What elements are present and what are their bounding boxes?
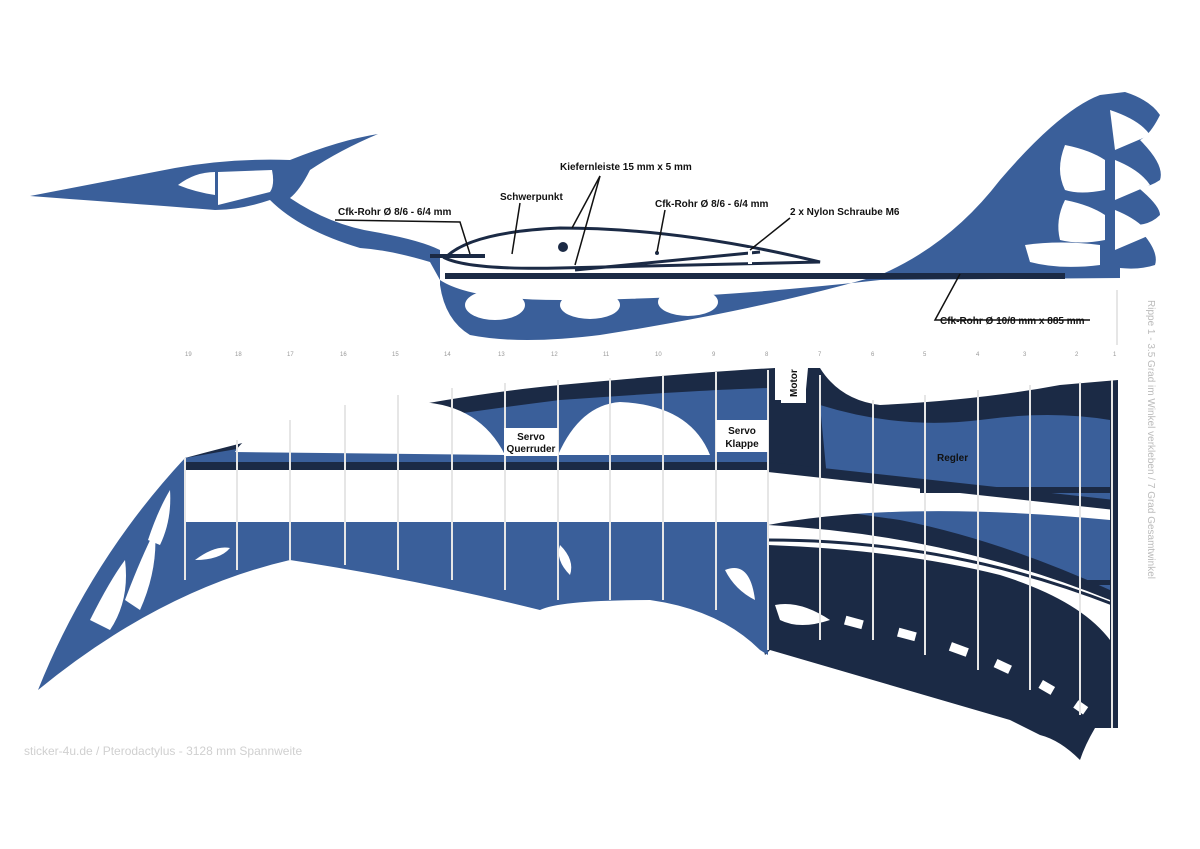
wing: Servo Querruder Servo Klappe Motor Regle… — [38, 290, 1118, 760]
trailing-cutout — [558, 545, 572, 575]
rib-number: 12 — [551, 352, 558, 358]
fuselage-hole — [560, 291, 620, 319]
rib-number: 11 — [603, 352, 610, 358]
spar-navy-upper — [185, 462, 768, 470]
rib-number: 10 — [655, 352, 662, 358]
label-servo-querruder-2: Querruder — [507, 444, 556, 455]
fuselage-hole — [465, 290, 525, 320]
spar-navy-lower — [185, 522, 768, 532]
rib-angle-note: Rippe 1 - 3.5 Grad im Winkel verkleben /… — [1145, 300, 1156, 579]
head-window — [218, 170, 274, 205]
label-servo-klappe-1: Servo — [728, 426, 756, 437]
label-cfk-front: Cfk-Rohr Ø 8/6 - 6/4 mm — [338, 207, 451, 218]
spar-white-band — [185, 470, 768, 522]
label-schwerpunkt: Schwerpunkt — [500, 192, 563, 203]
trailing-cutout — [775, 604, 830, 625]
label-nylon: 2 x Nylon Schraube M6 — [790, 207, 900, 218]
servo-querruder-box — [504, 428, 558, 456]
hole-marker — [655, 251, 659, 255]
fin-cutout — [1060, 145, 1105, 193]
spar-white-band-right — [768, 470, 1110, 525]
rib-number: 18 — [235, 352, 242, 358]
fin-cutout — [1058, 200, 1105, 243]
rib-number: 4 — [976, 352, 980, 358]
tip-cutout — [90, 560, 126, 630]
rear-spar — [1075, 580, 1115, 585]
motor-box — [781, 368, 806, 403]
canopy — [442, 226, 821, 270]
ribs — [184, 370, 1113, 728]
label-cfk-rear: Cfk-Rohr Ø 8/6 - 6/4 mm — [655, 199, 768, 210]
label-cfk-main: Cfk-Rohr Ø 10/8 mm x 885 mm — [940, 316, 1085, 327]
front-spar — [920, 487, 1115, 493]
label-servo-klappe-2: Klappe — [725, 439, 759, 450]
servo-klappe-box — [716, 420, 768, 452]
rib-number: 14 — [444, 352, 451, 358]
trailing-cutout — [725, 568, 755, 600]
rib-number: 3 — [1023, 352, 1027, 358]
rib-number: 8 — [765, 352, 769, 358]
fin-cutout — [1025, 242, 1100, 267]
fin-cutout — [1115, 210, 1150, 250]
fuselage-hole — [658, 288, 718, 316]
rib-number: 9 — [712, 352, 716, 358]
fuselage: Kiefernleiste 15 mm x 5 mm Schwerpunkt C… — [30, 92, 1161, 340]
spar-navy-line — [767, 538, 1116, 607]
label-regler: Regler — [937, 453, 968, 464]
rib-number: 19 — [185, 352, 192, 358]
hole-marker — [558, 242, 568, 252]
flap-white-area — [768, 525, 1110, 640]
rib-number: 5 — [923, 352, 927, 358]
trailing-cutout — [195, 547, 230, 560]
label-servo-querruder-1: Servo — [517, 432, 545, 443]
rib-number: 2 — [1075, 352, 1079, 358]
annotation-lines — [334, 175, 1090, 321]
cfk-front-rod — [430, 254, 485, 258]
cfk-main-rod — [445, 273, 1065, 279]
head-eye-cutout — [178, 172, 215, 195]
schwerpunkt-marker — [508, 250, 516, 258]
kiefernleiste-strip — [574, 250, 761, 272]
rib-number: 15 — [392, 352, 399, 358]
spar-navy-right — [768, 462, 1115, 510]
rib-number: 13 — [498, 352, 505, 358]
rib-number: 1 — [1113, 352, 1117, 358]
fin-cutout — [1110, 110, 1150, 150]
rib-number: 6 — [871, 352, 875, 358]
tip-cutout — [125, 530, 156, 610]
rib-numbers: 19 18 17 16 15 14 13 12 11 10 9 8 7 6 5 … — [185, 352, 1117, 358]
servo-bay-querruder — [235, 402, 505, 455]
nylon-screw — [748, 248, 752, 264]
label-motor: Motor — [789, 369, 800, 397]
fin-cutout — [1115, 160, 1150, 200]
label-kiefernleiste: Kiefernleiste 15 mm x 5 mm — [560, 162, 692, 173]
servo-bay-querruder-2 — [558, 402, 710, 455]
rib-number: 16 — [340, 352, 347, 358]
footer-title: sticker-4u.de / Pterodactylus - 3128 mm … — [24, 744, 302, 758]
rib-number: 7 — [818, 352, 822, 358]
tip-cutout — [148, 490, 171, 545]
rib-number: 17 — [287, 352, 294, 358]
